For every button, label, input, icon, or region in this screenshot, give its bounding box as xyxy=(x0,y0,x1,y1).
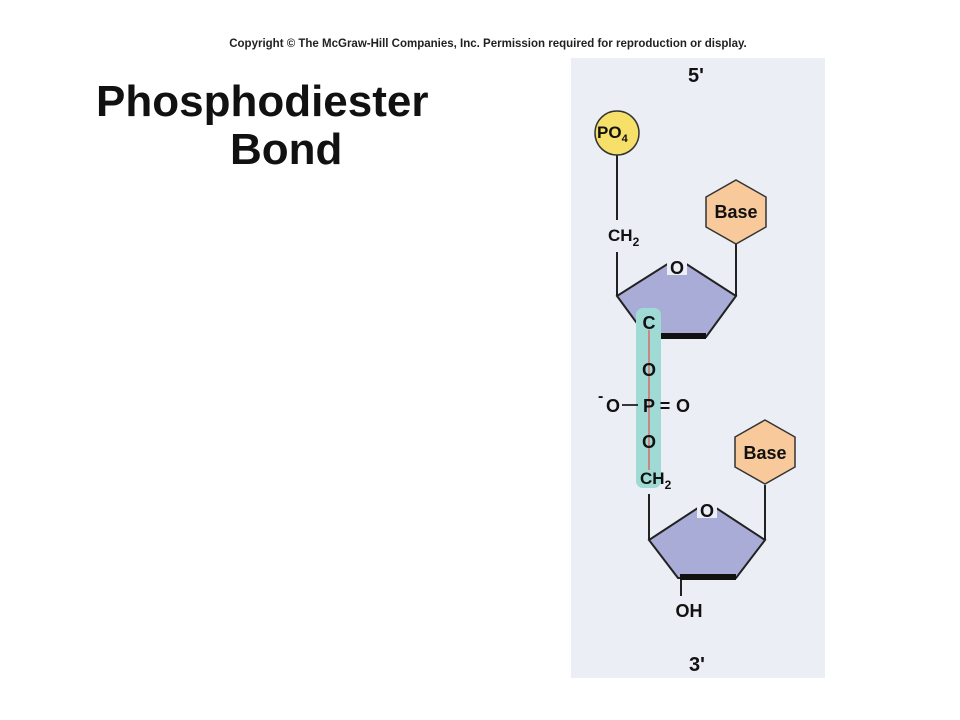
phosphate-right-o: O xyxy=(676,396,690,416)
phosphate-left-o: O xyxy=(606,396,620,416)
bridge-oxygen-lower: O xyxy=(642,432,656,452)
ch2-label-lower: CH2 xyxy=(640,469,672,492)
base-label-lower: Base xyxy=(743,443,786,463)
page-title: Phosphodiester Bond xyxy=(96,78,476,174)
bridge-oxygen-upper: O xyxy=(642,360,656,380)
five-prime-label: 5' xyxy=(688,65,704,87)
ring-oxygen-upper: O xyxy=(670,258,684,278)
copyright-notice: Copyright © The McGraw-Hill Companies, I… xyxy=(229,38,747,50)
base-label-upper: Base xyxy=(714,202,757,222)
title-line-2: Bond xyxy=(230,125,343,174)
hydroxyl-label: OH xyxy=(676,601,703,621)
ch2-sub-upper: 2 xyxy=(633,235,640,249)
ring-oxygen-bg-lower xyxy=(697,500,717,518)
base-hexagon-lower xyxy=(734,419,796,485)
phosphate-subscript: 4 xyxy=(622,133,629,145)
phosphorus-label: P xyxy=(643,396,655,416)
phosphate-label: PO4 xyxy=(597,123,629,145)
ring-oxygen-lower: O xyxy=(700,501,714,521)
ch2-label-upper: CH2 xyxy=(608,226,640,249)
carbon-label: C xyxy=(643,313,656,333)
p-o-double-bond: = xyxy=(660,396,671,416)
title-line-1: Phosphodiester xyxy=(96,77,429,126)
phosphate-circle xyxy=(594,110,640,156)
ch2-main-lower: CH xyxy=(640,469,665,488)
base-hexagon-upper xyxy=(705,179,767,245)
phosphate-main: PO xyxy=(597,123,622,142)
three-prime-label: 3' xyxy=(689,654,705,676)
phosphate-charge: - xyxy=(598,388,603,405)
ch2-main-upper: CH xyxy=(608,226,633,245)
ch2-sub-lower: 2 xyxy=(665,478,672,492)
ring-oxygen-bg-upper xyxy=(667,257,687,275)
